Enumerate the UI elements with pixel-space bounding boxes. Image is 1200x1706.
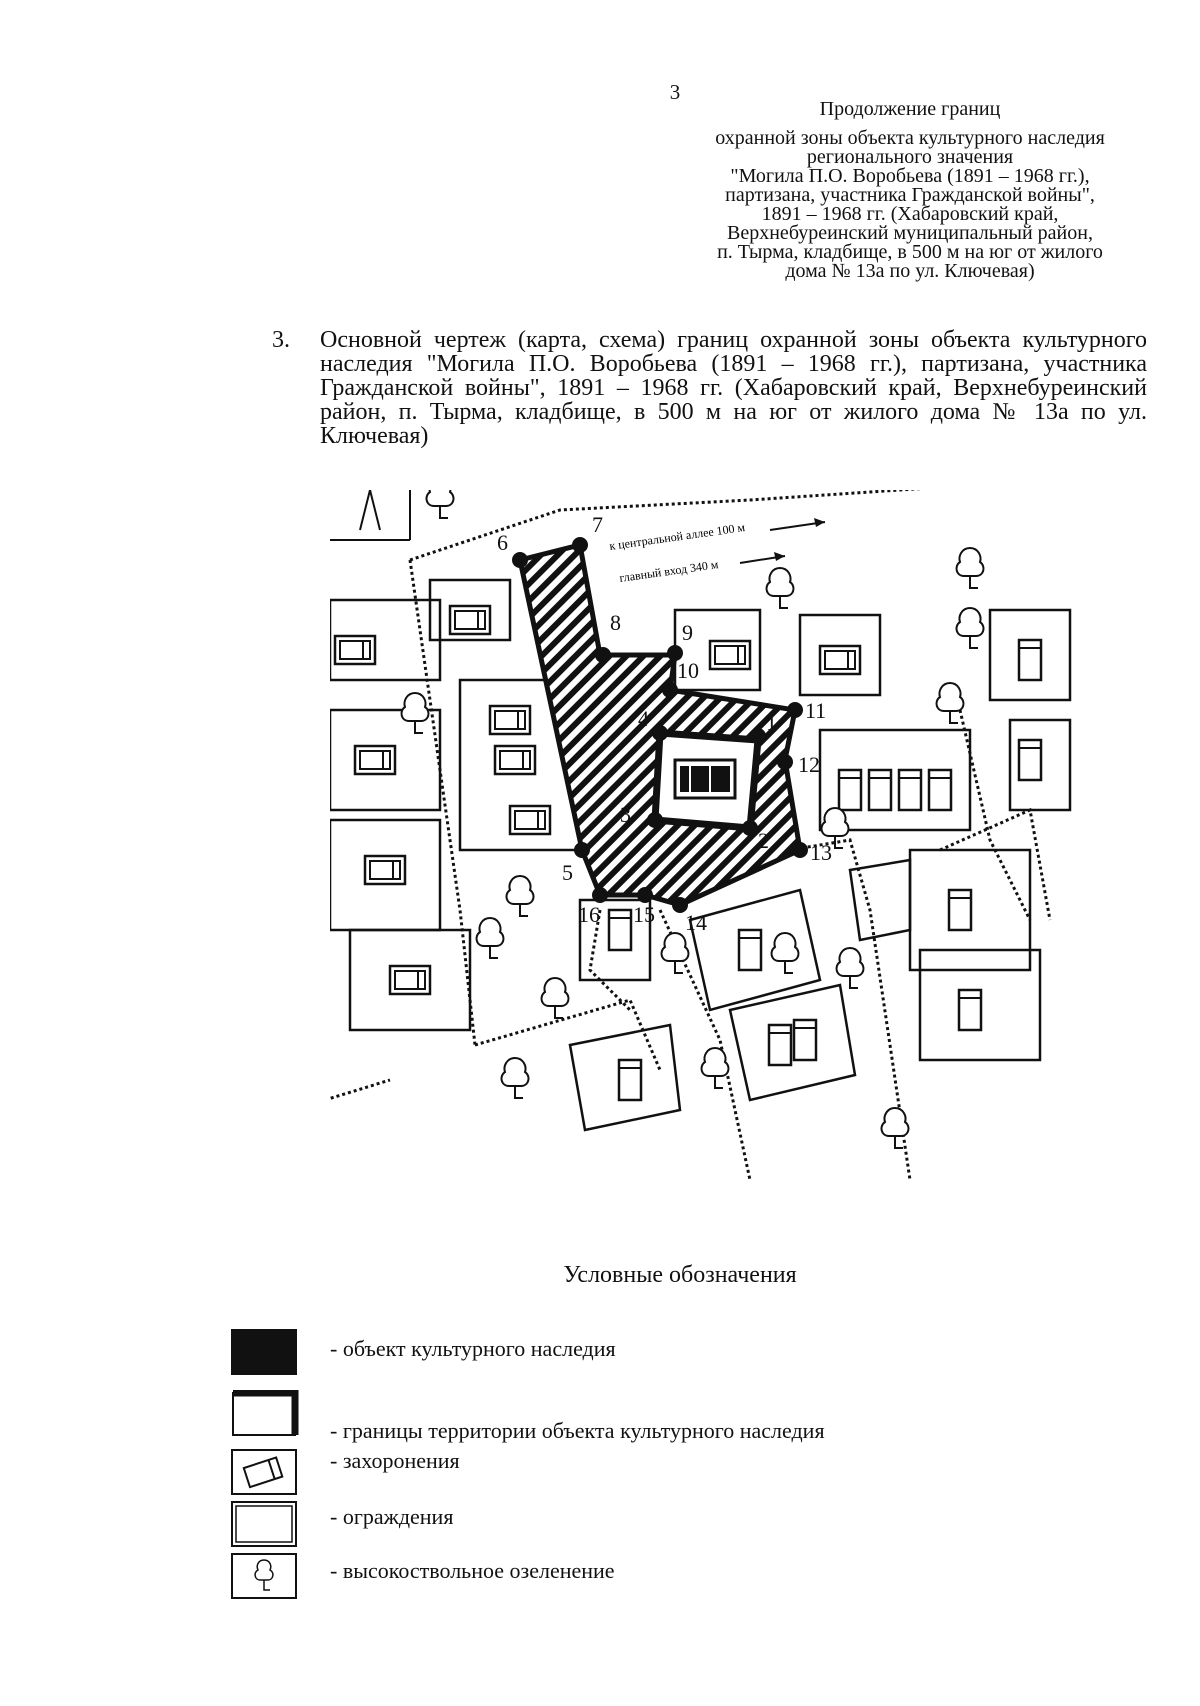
- svg-text:10: 10: [677, 658, 699, 683]
- legend-label: - ограждения: [330, 1504, 454, 1529]
- section-text: Основной чертеж (карта, схема) границ ох…: [320, 327, 1147, 449]
- svg-text:7: 7: [592, 512, 603, 537]
- header-line: регионального значения: [806, 146, 1014, 168]
- section-3: 3. Основной чертеж (карта, схема) границ…: [272, 328, 1147, 448]
- svg-text:5: 5: [562, 860, 573, 885]
- legend-label: - высокоствольное озеленение: [330, 1558, 615, 1583]
- burial-icon: [231, 1449, 297, 1495]
- north-arrow-icon: С: [330, 490, 411, 541]
- svg-text:11: 11: [805, 698, 826, 723]
- legend-label: - захоронения: [330, 1448, 460, 1473]
- svg-text:12: 12: [798, 752, 820, 777]
- svg-text:13: 13: [810, 840, 832, 865]
- svg-text:2: 2: [758, 828, 769, 853]
- fence-icon: [231, 1501, 297, 1547]
- svg-text:16: 16: [578, 902, 600, 927]
- legend-label: - объект культурного наследия: [330, 1336, 616, 1361]
- boundary-points: [512, 537, 808, 913]
- section-number: 3.: [272, 327, 290, 353]
- header-line: Продолжение границ: [819, 98, 1001, 120]
- svg-text:14: 14: [685, 910, 707, 935]
- document-header: Продолжение границ охранной зоны объекта…: [650, 98, 1170, 282]
- svg-text:1: 1: [766, 710, 777, 735]
- fence-plots: [330, 578, 1072, 1132]
- header-line: "Могила П.О. Воробьева (1891 – 1968 гг.)…: [730, 165, 1090, 187]
- legend-label: - границы территории объекта культурного…: [330, 1418, 825, 1443]
- entrance-annotation: главный вход 340 м: [618, 557, 719, 585]
- svg-text:6: 6: [497, 530, 508, 555]
- header-line: партизана, участника Гражданской войны",: [725, 184, 1095, 206]
- header-line: п. Тырма, кладбище, в 500 м на юг от жил…: [717, 241, 1103, 263]
- protection-zone-map: С: [330, 490, 1072, 1180]
- direction-annotations: к центральной аллее 100 м главный вход 3…: [608, 518, 826, 585]
- alley-annotation: к центральной аллее 100 м: [608, 520, 746, 553]
- legend-title: Условные обозначения: [563, 1262, 797, 1288]
- tree-icon: [231, 1553, 297, 1599]
- header-line: Верхнебуреинский муниципальный район,: [727, 222, 1093, 244]
- svg-text:15: 15: [633, 902, 655, 927]
- point-labels: 1 2 3 4 5 6 7 8 9 10 11 12 13 14 15 16: [497, 512, 832, 935]
- header-line: дома № 13а по ул. Ключевая): [785, 260, 1035, 282]
- svg-text:8: 8: [610, 610, 621, 635]
- territory-boundary-icon: [232, 1390, 299, 1436]
- svg-text:9: 9: [682, 620, 693, 645]
- heritage-object-icon: [231, 1329, 297, 1375]
- svg-text:3: 3: [620, 802, 631, 827]
- heritage-object-icon: [673, 758, 737, 800]
- header-line: охранной зоны объекта культурного наслед…: [715, 127, 1105, 149]
- header-line: 1891 – 1968 гг. (Хабаровский край,: [761, 203, 1059, 225]
- svg-text:4: 4: [638, 706, 649, 731]
- page-number: 3: [669, 80, 681, 104]
